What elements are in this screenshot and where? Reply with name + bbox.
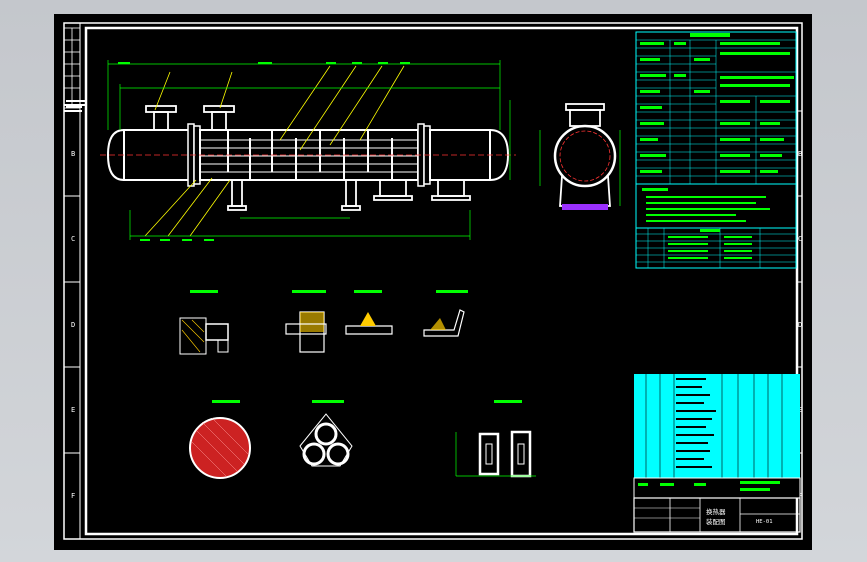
zone-ticks-left bbox=[64, 110, 80, 454]
parts-list-rows bbox=[676, 378, 716, 468]
dimension-tags bbox=[118, 62, 410, 241]
corner-stamp-table bbox=[63, 27, 81, 109]
tubesheet-section[interactable] bbox=[189, 400, 251, 479]
nozzle-table[interactable] bbox=[635, 227, 797, 269]
saddle-base bbox=[562, 204, 608, 210]
end-view-inner bbox=[559, 130, 611, 182]
zone-letter: D bbox=[71, 321, 75, 329]
detail-view-3[interactable] bbox=[345, 290, 393, 335]
zone-letter: E bbox=[798, 406, 802, 414]
zone-letter: B bbox=[71, 150, 75, 158]
title-line-1: 换热器 bbox=[706, 507, 726, 516]
title-line-2: 装配图 bbox=[706, 517, 726, 526]
technical-spec-table[interactable] bbox=[635, 31, 797, 185]
detail-view-2[interactable] bbox=[285, 290, 327, 353]
nozzle-detail-view[interactable] bbox=[455, 400, 536, 478]
dimension-lines bbox=[107, 60, 511, 240]
weld-detail-icon bbox=[360, 312, 376, 326]
tube-bundle bbox=[200, 139, 418, 173]
baffles bbox=[227, 130, 393, 180]
zone-letter: C bbox=[71, 235, 75, 243]
top-nozzles bbox=[145, 105, 235, 131]
left-head bbox=[106, 129, 125, 181]
zone-letter: F bbox=[71, 492, 75, 500]
inner-frame bbox=[84, 26, 799, 536]
drawing-number: HE-01 bbox=[756, 519, 773, 525]
parts-list[interactable] bbox=[633, 374, 801, 499]
zone-letter: C bbox=[798, 235, 802, 243]
title-block[interactable]: 换热器 装配图 HE-01 bbox=[633, 497, 801, 533]
spec-table-text bbox=[640, 33, 794, 173]
detail-view-4[interactable] bbox=[423, 290, 468, 337]
leader-lines bbox=[144, 65, 405, 237]
zone-letter: D bbox=[798, 321, 802, 329]
outer-frame bbox=[63, 22, 803, 540]
zone-letter: B bbox=[798, 150, 802, 158]
zone-letter: E bbox=[71, 406, 75, 414]
corner-stamp-marks bbox=[66, 100, 86, 108]
detail-view-1[interactable] bbox=[179, 290, 229, 355]
end-view[interactable] bbox=[539, 103, 621, 210]
main-elevation-view[interactable] bbox=[100, 60, 516, 241]
bottom-nozzles bbox=[227, 179, 471, 211]
tube-arrangement-view[interactable] bbox=[299, 400, 353, 467]
sheet-annotation bbox=[64, 104, 86, 112]
end-view-flange bbox=[565, 103, 605, 111]
